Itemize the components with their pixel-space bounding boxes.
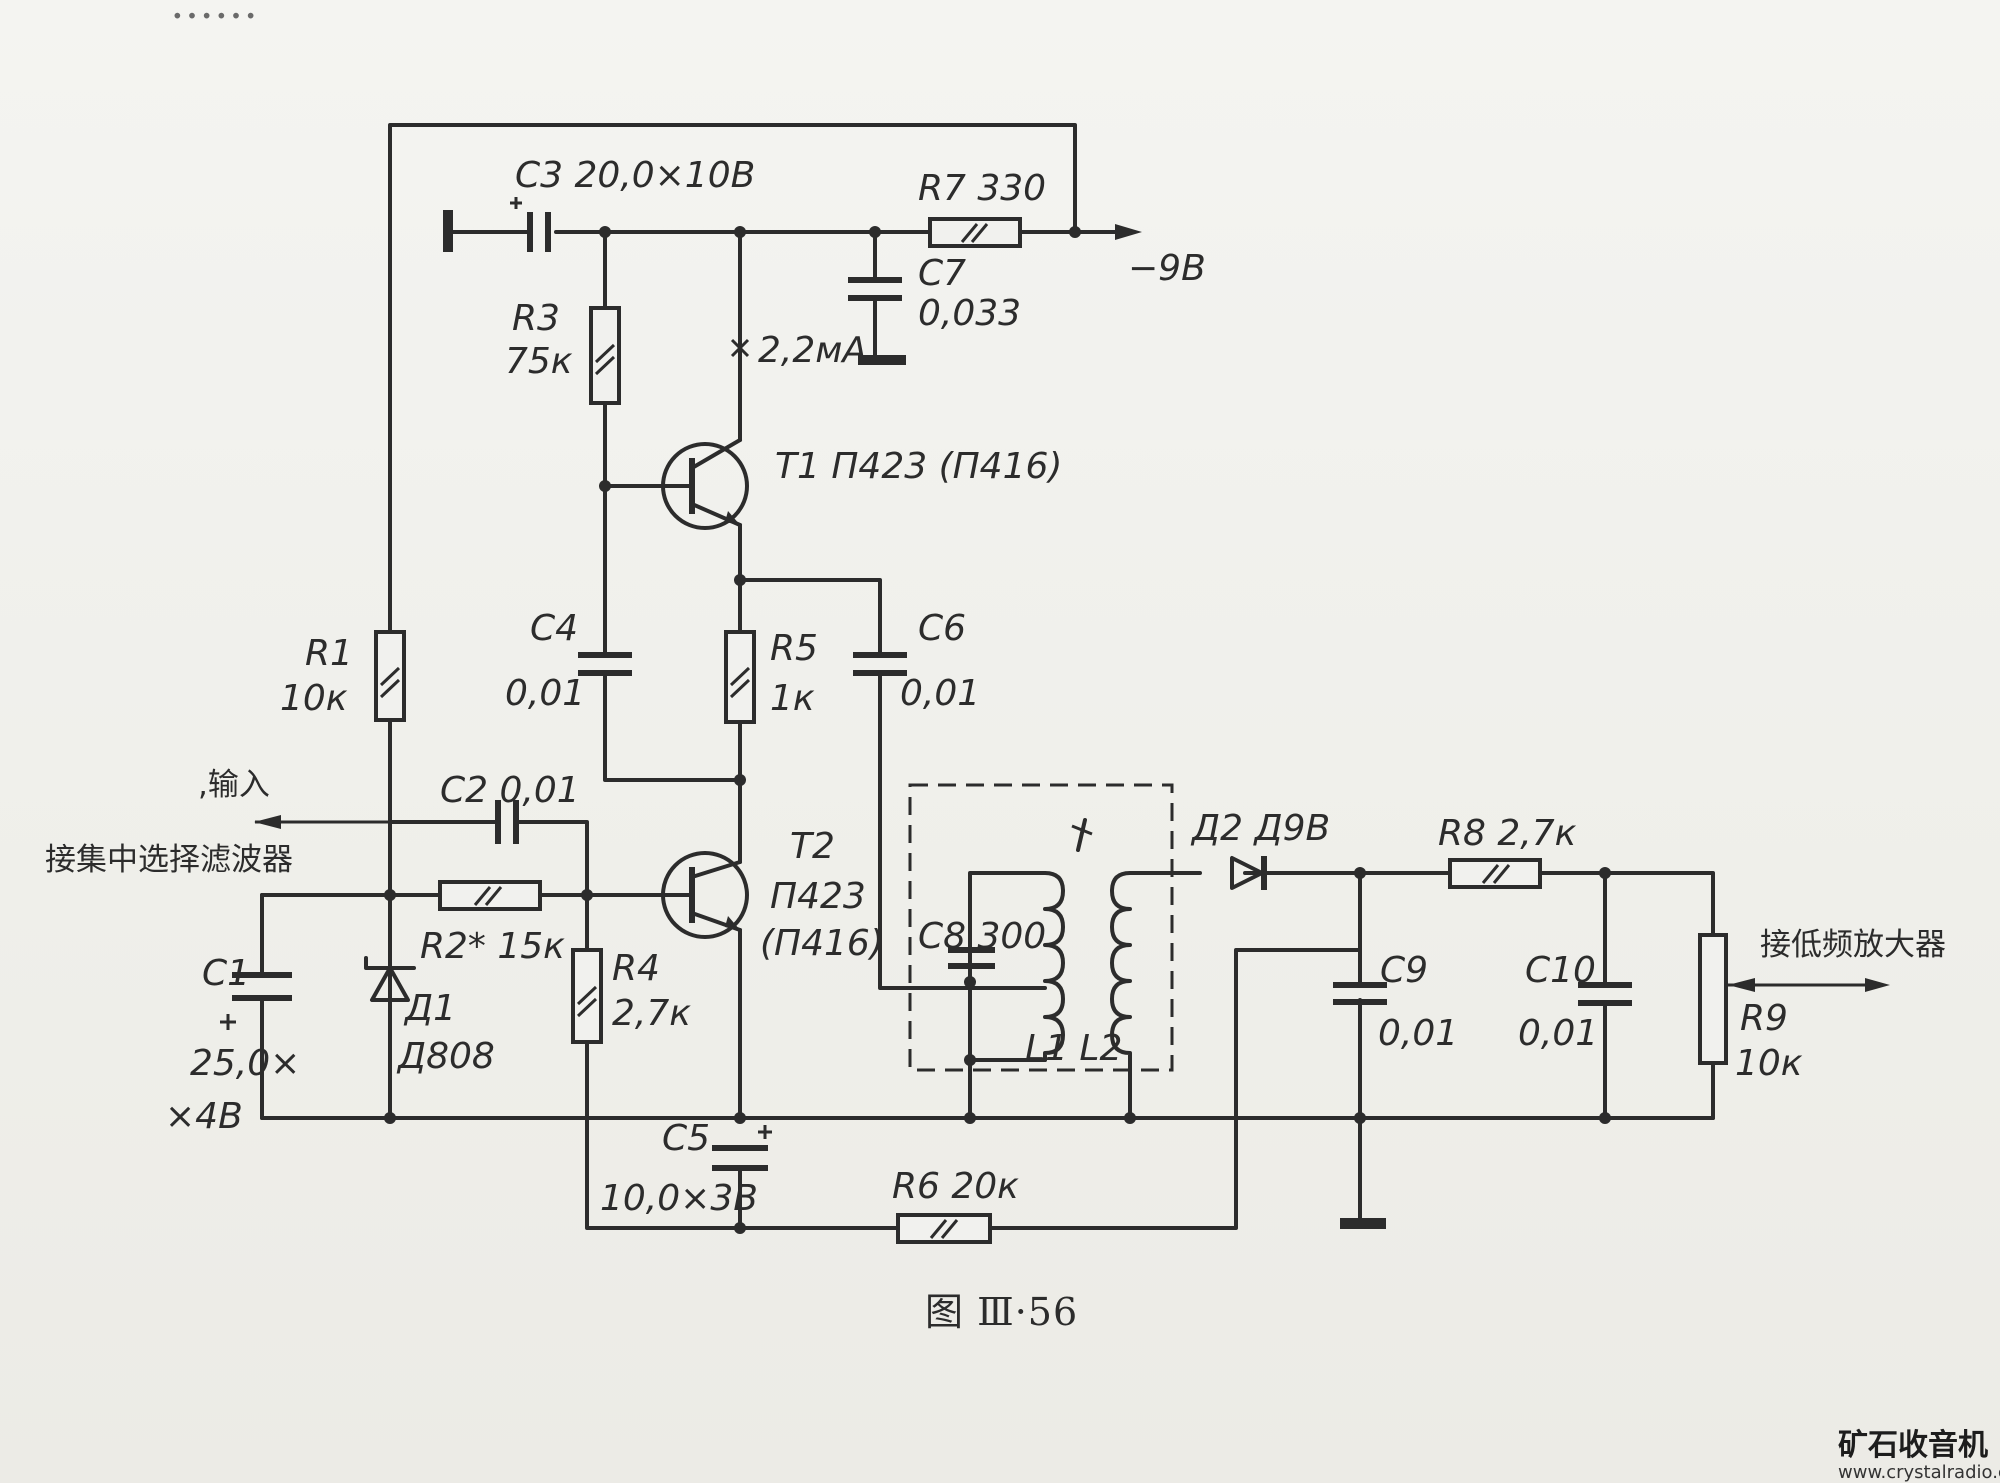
inductor-l1	[1043, 871, 1065, 1062]
label-d2: Д2 Д9В	[1190, 808, 1330, 849]
label-c1-value: 25,0×	[190, 1043, 300, 1084]
label-r7: R7 330	[918, 168, 1046, 209]
capacitor-c10	[1578, 982, 1632, 1006]
zener-diode-d1	[364, 956, 416, 1002]
label-t2-type: П423	[770, 876, 866, 917]
label-c6-value: 0,01	[900, 673, 980, 714]
tuning-slug-icon	[1071, 818, 1093, 852]
label-input-source: 接集中选择滤波器	[45, 842, 293, 878]
label-c5-value: 10,0×3В	[600, 1178, 758, 1219]
label-c6-name: C6	[918, 608, 966, 649]
capacitor-c3	[510, 197, 551, 252]
resistor-r1	[374, 630, 406, 722]
svg-text:矿石收音机: 矿石收音机	[1838, 1428, 1988, 1463]
label-r5-name: R5	[770, 628, 818, 669]
label-c7-value: 0,033	[918, 293, 1021, 334]
label-c5-name: C5	[662, 1118, 710, 1159]
wires	[255, 123, 1865, 1230]
current-mark	[730, 338, 750, 358]
label-r9-value: 10к	[1735, 1043, 1803, 1084]
label-t2-alt: (П416)	[760, 923, 884, 964]
label-r9-name: R9	[1740, 998, 1788, 1039]
label-r3-name: R3	[512, 298, 560, 339]
potentiometer-r9	[1698, 933, 1890, 1065]
resistor-r5	[724, 630, 756, 724]
watermark-logo: 矿石收音机 www.crystalradio.cn	[1838, 1428, 2000, 1483]
resistor-r8	[1448, 858, 1542, 889]
label-c9-value: 0,01	[1378, 1013, 1458, 1054]
label-current: 2,2мА	[758, 330, 867, 371]
if-transformer-shield	[908, 783, 1174, 1072]
ground-c9-icon	[1340, 1218, 1386, 1229]
label-r8: R8 2,7к	[1438, 813, 1577, 854]
figure-caption: 图 Ⅲ·56	[925, 1290, 1078, 1334]
capacitor-c9	[1333, 982, 1387, 1005]
capacitor-c6	[853, 652, 907, 676]
input-arrow-icon	[254, 815, 281, 829]
resistor-r2	[438, 880, 542, 911]
resistor-r3	[589, 306, 621, 405]
label-c1-voltage: ×4В	[165, 1096, 243, 1137]
capacitor-c7	[848, 277, 902, 301]
label-c4-value: 0,01	[505, 673, 585, 714]
capacitor-c2	[495, 800, 519, 844]
label-d1-name: Д1	[403, 988, 456, 1029]
label-input: ,输入	[198, 767, 270, 803]
transistor-t1	[661, 438, 749, 530]
resistor-r4	[571, 948, 603, 1044]
label-c8: C8 300	[918, 916, 1046, 957]
chassis-terminal	[443, 210, 453, 252]
label-r1-name: R1	[305, 633, 353, 674]
diode-d2	[1230, 856, 1267, 890]
label-c9-name: C9	[1380, 950, 1428, 991]
label-r3-value: 75к	[505, 341, 573, 382]
label-c1-name: C1	[202, 953, 250, 994]
label-c7-name: C7	[918, 253, 966, 294]
label-r4-value: 2,7к	[612, 993, 691, 1034]
ground-c7-icon	[858, 355, 906, 365]
capacitor-c1	[220, 972, 292, 1030]
label-r2: R2* 15к	[420, 926, 565, 967]
label-c10-value: 0,01	[1518, 1013, 1598, 1054]
label-r1-value: 10к	[280, 678, 348, 719]
label-l1-l2: L1 L2	[1025, 1028, 1122, 1069]
label-c2: C2 0,01	[440, 770, 580, 811]
supply-arrow-icon	[1115, 224, 1142, 240]
label-t2-name: T2	[790, 826, 835, 867]
resistor-r7	[928, 217, 1022, 248]
header-fragment: ……	[170, 0, 258, 29]
capacitor-c5	[712, 1125, 772, 1171]
label-c4-name: C4	[530, 608, 578, 649]
label-supply: −9В	[1128, 248, 1206, 289]
svg-text:www.crystalradio.cn: www.crystalradio.cn	[1838, 1462, 2000, 1483]
inductor-l2	[1110, 871, 1132, 1062]
label-r4-name: R4	[612, 948, 660, 989]
label-r6: R6 20к	[892, 1166, 1019, 1207]
resistor-r6	[896, 1213, 992, 1244]
label-r5-value: 1к	[770, 678, 815, 719]
capacitor-c4	[578, 652, 632, 676]
label-output-dest: 接低频放大器	[1760, 927, 1946, 963]
junction-dots	[384, 226, 1611, 1234]
label-t1: T1 П423 (П416)	[775, 446, 1062, 487]
label-c3: C3 20,0×10В	[515, 155, 755, 196]
transistor-t2	[661, 851, 749, 939]
label-c10-name: C10	[1525, 950, 1596, 991]
label-d1-type: Д808	[396, 1036, 495, 1077]
